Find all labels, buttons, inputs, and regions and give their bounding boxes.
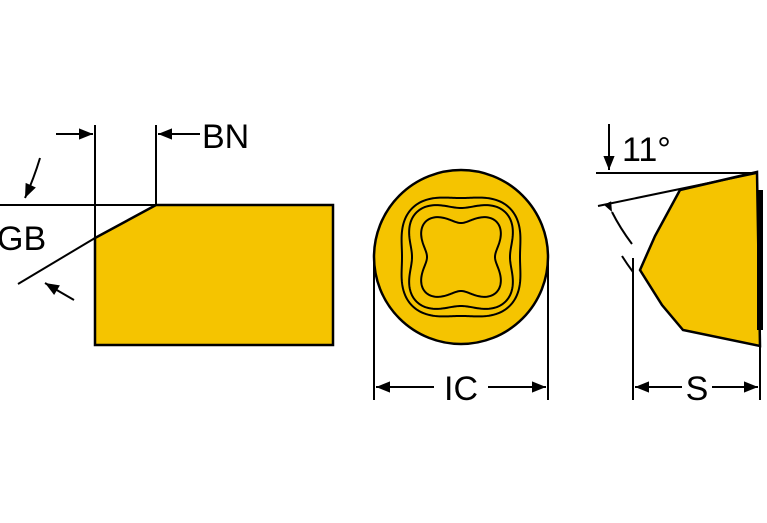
- insert-outer-circle: [372, 168, 550, 346]
- angle-label: 11°: [622, 131, 671, 169]
- chamfer-angle-line: [17, 237, 96, 285]
- chipbreaker-middle-contour: [408, 204, 514, 310]
- gb-label: GB: [0, 220, 46, 258]
- insert-side-profile: [638, 170, 762, 348]
- s-label: S: [686, 370, 709, 408]
- chamfer-detail-view: BN GB: [0, 118, 335, 347]
- ic-label: IC: [444, 370, 478, 408]
- gb-arrow-lower: [44, 282, 75, 301]
- insert-side-view: 11° S: [596, 124, 763, 408]
- angle-arc-lower: [621, 255, 634, 273]
- chipbreaker-inner-contour: [420, 216, 502, 298]
- clearance-angle-line: [597, 172, 758, 207]
- gb-arrow-upper: [24, 157, 41, 199]
- angle-arc-upper: [603, 201, 633, 245]
- bn-label: BN: [202, 118, 249, 156]
- insert-edge-section: [93, 203, 335, 347]
- chipbreaker-outer-contour: [400, 196, 522, 318]
- insert-top-view: IC: [372, 168, 550, 408]
